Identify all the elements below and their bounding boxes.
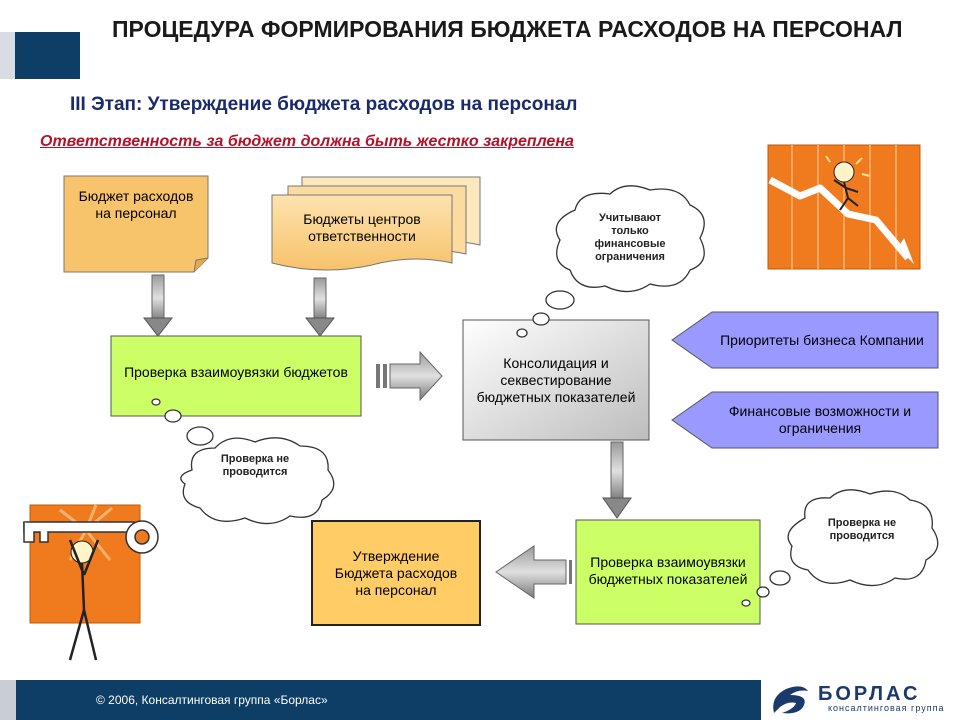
approval-box-shape bbox=[311, 520, 481, 626]
footer-left-accent bbox=[0, 680, 16, 720]
approval-label: Утверждение Бюджета расходов на персонал bbox=[334, 547, 458, 598]
cloud-no-check-left-text: Проверка не проводится bbox=[220, 453, 290, 478]
cloud-no-check-left bbox=[151, 398, 335, 525]
falling-chart-illustration bbox=[767, 144, 921, 270]
check-links-label: Проверка взаимоувязки бюджетов bbox=[124, 363, 348, 380]
key-man-illustration bbox=[23, 504, 159, 661]
cloud-no-check-right-text: Проверка не проводится bbox=[827, 517, 897, 542]
logo-subtitle: консалтинговая группа bbox=[828, 703, 945, 713]
budget-centers-label: Бюджеты центров ответственности bbox=[303, 211, 421, 244]
page-title: ПРОЦЕДУРА ФОРМИРОВАНИЯ БЮДЖЕТА РАСХОДОВ … bbox=[112, 16, 903, 42]
cloud-finance-only-text: Учитывают только финансовые ограничения bbox=[594, 212, 666, 263]
arrow-down-3 bbox=[602, 441, 632, 519]
priorities-label: Приоритеты бизнеса Компании bbox=[720, 331, 924, 348]
borlas-logo-icon bbox=[773, 686, 808, 714]
check-indicators-label: Проверка взаимоувязки бюджетных показате… bbox=[588, 554, 748, 587]
footer-bar bbox=[16, 680, 761, 720]
financial-arrow-shape bbox=[671, 391, 939, 449]
arrow-down-1 bbox=[142, 274, 174, 337]
priorities-arrow-shape bbox=[671, 311, 939, 369]
cloud-no-check-right bbox=[741, 489, 939, 607]
consolidation-label: Консолидация и секвестирование бюджетных… bbox=[476, 354, 636, 405]
header-accent-square bbox=[15, 32, 80, 79]
budget-centers-stack bbox=[271, 176, 481, 271]
arrow-right-big bbox=[376, 350, 443, 402]
stage-title: III Этап: Утверждение бюджета расходов н… bbox=[70, 94, 578, 115]
budget-personnel-label: Бюджет расходов на персонал bbox=[78, 188, 194, 221]
responsibility-note: Ответственность за бюджет должна быть же… bbox=[40, 133, 574, 150]
logo-text: БОРЛАС bbox=[818, 683, 921, 705]
arrow-down-2 bbox=[304, 277, 336, 337]
budget-personnel-note bbox=[63, 175, 209, 273]
arrow-left-big bbox=[495, 545, 572, 599]
financial-label: Финансовые возможности и ограничения bbox=[728, 403, 912, 436]
footer-copyright: © 2006, Консалтинговая группа «Борлас» bbox=[96, 693, 328, 707]
check-indicators-box-shape bbox=[575, 519, 761, 625]
consolidation-box-shape bbox=[462, 319, 650, 441]
cloud-finance-only bbox=[516, 185, 705, 338]
